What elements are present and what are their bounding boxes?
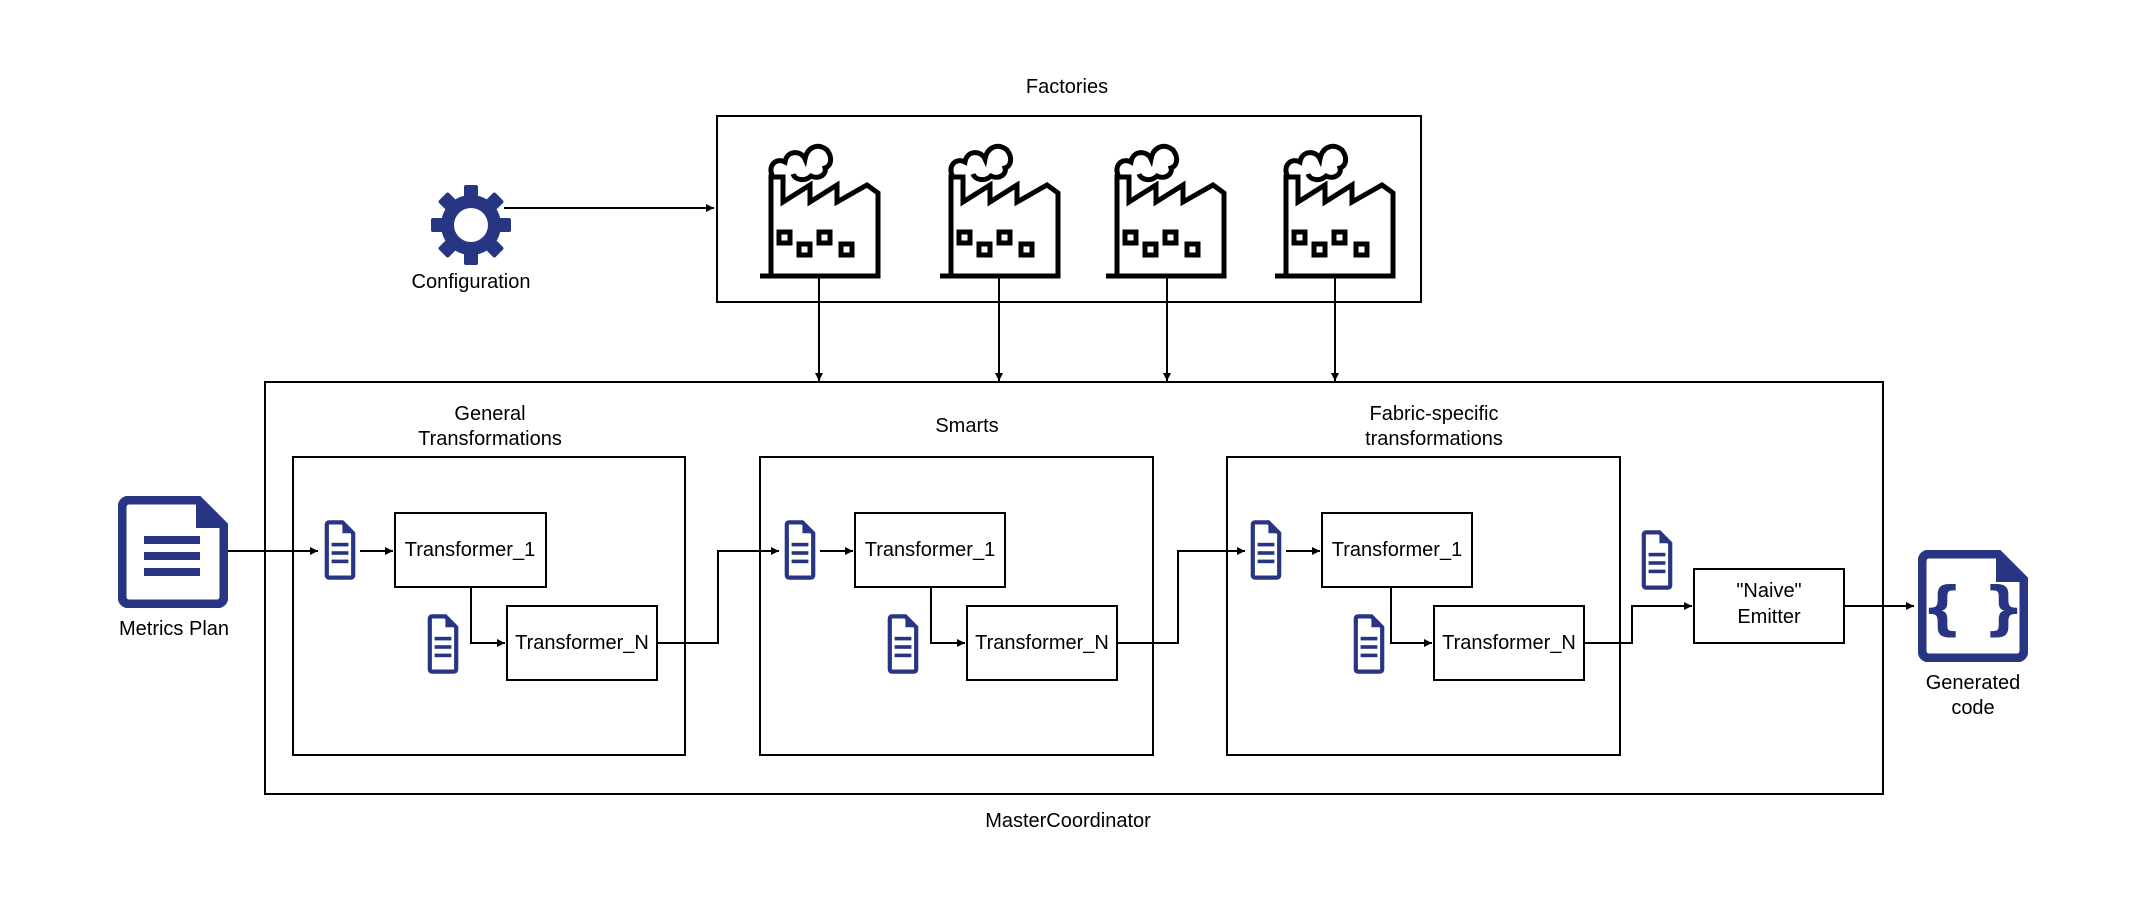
stage-title-line: Smarts xyxy=(935,415,998,437)
transformer-box xyxy=(394,512,547,588)
stage-title-line: General xyxy=(454,403,525,425)
stage-fabric-specific: Fabric-specific transformations Transfor… xyxy=(1226,403,1621,756)
metrics-plan-label: Metrics Plan xyxy=(119,618,229,640)
master-coordinator-label: MasterCoordinator xyxy=(985,810,1151,832)
emitter-label-line: "Naive" xyxy=(1736,580,1801,602)
stage-title-line: Fabric-specific xyxy=(1370,403,1499,425)
transformer-last-label: Transformer_N xyxy=(975,632,1109,654)
factories-group: Factories xyxy=(716,76,1422,303)
emitter-label-line: Emitter xyxy=(1737,606,1801,628)
transformer-first-label: Transformer_1 xyxy=(865,539,995,561)
generated-label-line: code xyxy=(1951,697,1994,719)
transformer-box xyxy=(1433,605,1585,681)
transformer-box xyxy=(966,605,1118,681)
transformer-last-label: Transformer_N xyxy=(515,632,649,654)
transformer-first-label: Transformer_1 xyxy=(1332,539,1462,561)
factory-connectors xyxy=(815,276,1339,381)
factories-title: Factories xyxy=(1026,76,1108,98)
configuration-label: Configuration xyxy=(412,271,531,293)
stage-general-transformations: General Transformations Transformer_1 Tr… xyxy=(292,403,686,756)
document-icon xyxy=(122,500,224,604)
configuration-group: Configuration xyxy=(412,185,714,293)
gear-icon xyxy=(431,185,511,265)
transformer-first-label: Transformer_1 xyxy=(405,539,535,561)
code-file-icon xyxy=(1922,554,2025,658)
transformer-box xyxy=(854,512,1006,588)
transformer-last-label: Transformer_N xyxy=(1442,632,1576,654)
stage-smarts: Smarts Transformer_1 Transformer_N xyxy=(759,415,1154,756)
flow-connectors xyxy=(228,547,1914,647)
emitter-box xyxy=(1693,568,1845,644)
generated-label-line: Generated xyxy=(1926,672,2021,694)
factories-box xyxy=(716,115,1422,303)
transformer-box xyxy=(1321,512,1473,588)
stage-title-line: transformations xyxy=(1365,428,1503,450)
stage-title-line: Transformations xyxy=(418,428,562,450)
